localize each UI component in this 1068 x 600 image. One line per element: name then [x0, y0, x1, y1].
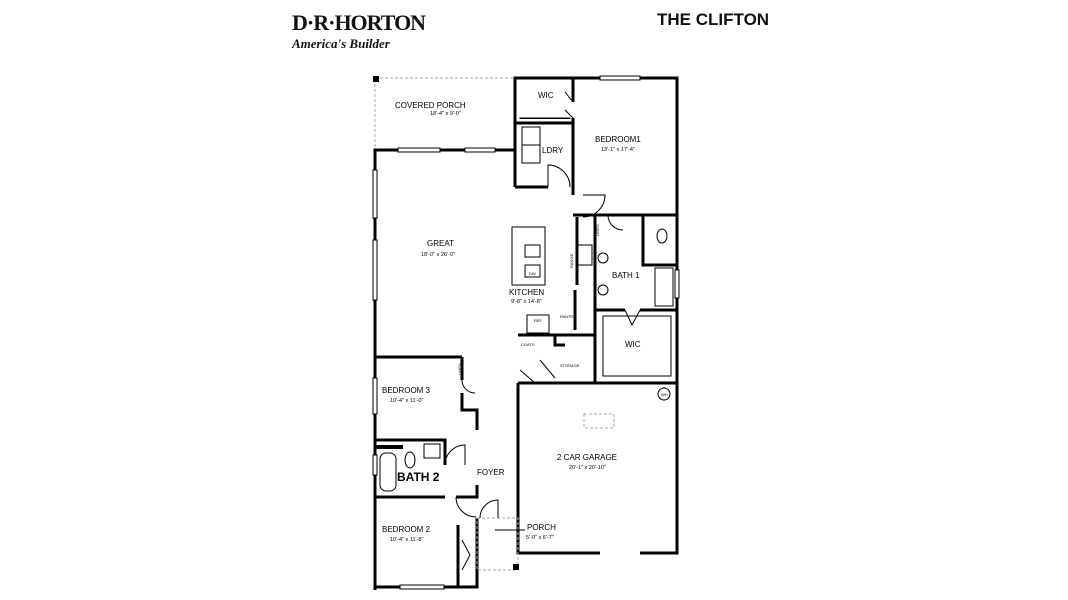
bedroom1-dim: 13'-1" x 17'-4" [601, 147, 635, 153]
dryer [521, 126, 541, 146]
sink [524, 244, 541, 258]
great-dim: 18'-0" x 26'-0" [421, 252, 455, 258]
bath2-label: BATH 2 [397, 470, 440, 484]
porch-label: PORCH [527, 523, 556, 532]
bath1-sink-2 [597, 284, 609, 296]
washer [521, 144, 541, 164]
wic-top-label: WIC [538, 91, 554, 100]
bedroom3-label: BEDROOM 3 [382, 386, 431, 395]
great-label: GREAT [427, 239, 454, 248]
bath2-sink [423, 443, 441, 459]
doors [444, 91, 641, 571]
front-porch-outline [476, 517, 519, 571]
bath1-label: BATH 1 [612, 271, 640, 280]
logo-tagline: America's Builder [292, 36, 390, 51]
bedroom2-label: BEDROOM 2 [382, 525, 431, 534]
attic-access [583, 413, 615, 429]
bath1-sink-1 [597, 252, 609, 264]
bedroom3-dim: 10'-4" x 11'-0" [390, 398, 423, 404]
ref-label: REF [534, 318, 543, 323]
garage-label: 2 CAR GARAGE [557, 453, 617, 462]
wh-label: WH [661, 392, 668, 397]
wic-bath-label: WIC [625, 340, 641, 349]
bath1-toilet [656, 228, 668, 244]
garage-dim: 20'-1" x 20'-10" [569, 465, 606, 471]
linen2-label: LINEN [457, 363, 462, 375]
fixtures [379, 117, 674, 492]
walls [373, 76, 679, 590]
kitchen-label: KITCHEN [509, 288, 544, 297]
covered-porch-label: COVERED PORCH [395, 101, 466, 110]
shower [654, 267, 674, 307]
refrigerator [526, 314, 550, 334]
drhorton-logo: D·R·HORTON America's Builder [292, 10, 426, 52]
porch-dim: 5'-0" x 6'-7" [526, 535, 554, 541]
covered-porch-dim: 18'-4" x 9'-0" [430, 111, 461, 117]
logo-wordmark: D·R·HORTON [292, 10, 426, 35]
kitchen-dim: 9'-8" x 14'-8" [511, 299, 542, 305]
dw-label: DW [529, 271, 536, 276]
room-labels: COVERED PORCH 18'-4" x 9'-0" WIC BEDROOM… [382, 91, 641, 543]
windows [372, 75, 680, 590]
linen1-label: LINEN [595, 224, 600, 236]
wic-shelving [602, 315, 672, 377]
foyer-label: FOYER [477, 468, 505, 477]
ldry-label: LDRY [542, 146, 564, 155]
bath2-toilet [404, 451, 416, 469]
range-label: RANGE [569, 253, 574, 268]
plan-title: THE CLIFTON [657, 10, 770, 29]
coats-label: COATS [521, 342, 535, 347]
bath2-tub [379, 452, 397, 492]
range [577, 244, 593, 266]
fixture-labels: LINEN RANGE DW REF PANTRY COATS STORAGE … [457, 224, 668, 397]
pantry-label: PANTRY [560, 314, 576, 319]
bedroom2-dim: 10'-4" x 11'-8" [390, 537, 423, 543]
dishwasher [524, 264, 541, 278]
bedroom1-label: BEDROOM1 [595, 135, 641, 144]
storage-label: STORAGE [560, 363, 580, 368]
water-heater [657, 387, 671, 401]
kitchen-island [511, 226, 546, 286]
